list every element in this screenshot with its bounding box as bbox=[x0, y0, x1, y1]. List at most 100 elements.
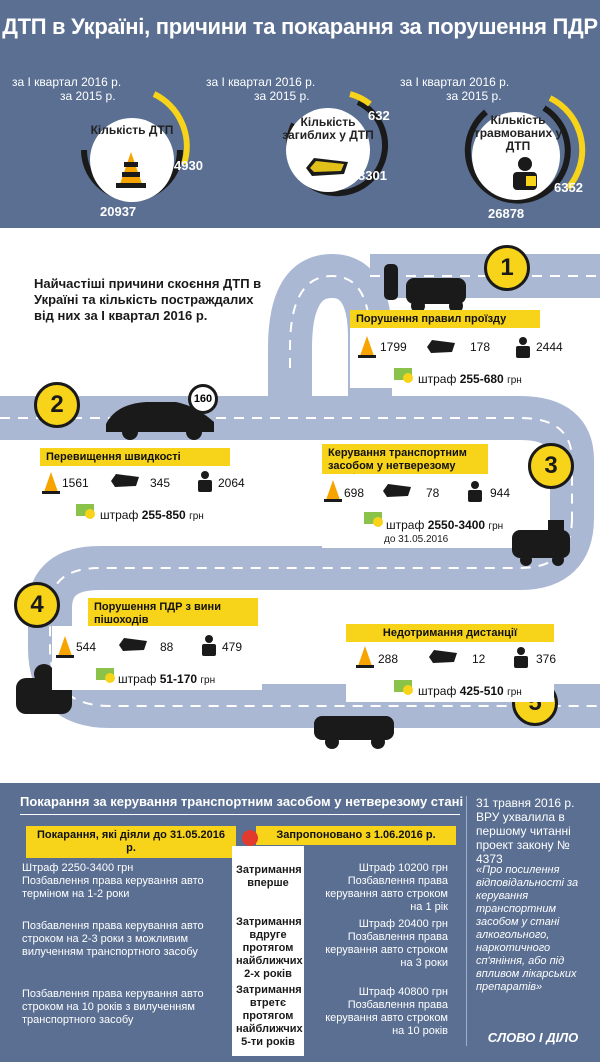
cause-title-1: Порушення правил проїзду bbox=[350, 310, 540, 329]
stat-q1-value: 632 bbox=[368, 108, 390, 123]
cause-number-2: 2 bbox=[34, 382, 80, 428]
fine-value: 255-850 bbox=[141, 508, 186, 522]
speeding-car-icon bbox=[106, 402, 214, 440]
old-penalty-1: Штраф 2250-3400 грн Позбавлення права ке… bbox=[22, 862, 204, 900]
cause-dead: 78 bbox=[426, 486, 440, 500]
case-2: Затримання вдруге протягом найближчих 2-… bbox=[236, 916, 303, 980]
cause-title-5: Недотримання дистанції bbox=[346, 624, 554, 643]
cause-title-2: Перевищення швидкості bbox=[40, 448, 230, 467]
money-icon bbox=[364, 512, 383, 527]
cause-dead: 345 bbox=[150, 476, 171, 490]
injured-person-icon bbox=[514, 647, 528, 668]
fine-label: штраф bbox=[418, 684, 457, 698]
fine-label: штраф bbox=[386, 518, 425, 532]
old-penalty-3: Позбавлення права керування авто строком… bbox=[22, 988, 204, 1026]
money-icon bbox=[394, 368, 413, 383]
legend-q1: за I квартал 2016 р. bbox=[12, 75, 122, 89]
coffin-icon bbox=[111, 474, 139, 487]
legend-2015: за 2015 р. bbox=[254, 89, 310, 103]
cause-title-4: Порушення ПДР з вини пішоходів bbox=[88, 598, 258, 630]
cause-dtp: 1799 bbox=[380, 340, 407, 354]
cause-fine: штраф 2550-3400 грн bbox=[386, 518, 503, 532]
old-penalty-2: Позбавлення права керування авто строком… bbox=[22, 920, 204, 958]
cause-fine: штраф 425-510 грн bbox=[418, 684, 522, 698]
cause-injured: 2444 bbox=[536, 340, 563, 354]
new-header: Запропоновано з 1.06.2016 р. bbox=[256, 826, 456, 845]
legend-2015: за 2015 р. bbox=[60, 89, 116, 103]
traffic-cone-icon bbox=[42, 472, 60, 494]
cause-dtp: 698 bbox=[344, 486, 365, 500]
stat-label: Кількість загиблих у ДТП bbox=[282, 115, 374, 142]
side-head: 31 травня 2016 р. ВРУ ухвалила в першому… bbox=[476, 796, 575, 866]
cause-fine: штраф 255-850 грн bbox=[100, 508, 204, 522]
stat-label: Кількість травмованих у ДТП bbox=[473, 113, 563, 153]
crashed-car-icon bbox=[384, 264, 466, 313]
cause-dead: 178 bbox=[470, 340, 491, 354]
cause-fine: штраф 51-170 грн bbox=[118, 672, 215, 686]
traffic-cone-icon bbox=[56, 636, 74, 658]
speed-sign: 160 bbox=[188, 384, 218, 414]
stat-label: Кількість ДТП bbox=[90, 123, 174, 137]
rear-end-collision-icon bbox=[314, 716, 394, 749]
fine-label: штраф bbox=[118, 672, 157, 686]
legend-2015: за 2015 р. bbox=[446, 89, 502, 103]
coffin-icon bbox=[429, 650, 457, 663]
legend-q1: за I квартал 2016 р. bbox=[206, 75, 316, 89]
cause-card-1 bbox=[350, 328, 540, 388]
stat-injured: за I квартал 2016 р. за 2015 р. Кількіст… bbox=[400, 72, 596, 222]
intro-text: Найчастіші причини скоєння ДТП в Україні… bbox=[34, 276, 262, 323]
stat-2015-value: 3301 bbox=[358, 168, 387, 183]
fine-note: до 31.05.2016 bbox=[384, 534, 449, 545]
fine-label: штраф bbox=[100, 508, 139, 522]
new-penalty-1: Штраф 10200 грн Позбавлення права керува… bbox=[325, 862, 448, 913]
fine-value: 2550-3400 bbox=[427, 518, 486, 532]
fine-unit: грн bbox=[189, 511, 204, 522]
coffin-icon bbox=[306, 158, 348, 176]
cause-dead: 12 bbox=[472, 652, 486, 666]
cause-fine: штраф 255-680 грн bbox=[418, 372, 522, 386]
cause-dead: 88 bbox=[160, 640, 174, 654]
stat-ring bbox=[81, 91, 190, 202]
heading-divider bbox=[20, 814, 460, 815]
side-quote: «Про посилення відповідальності за керув… bbox=[476, 864, 579, 993]
cause-injured: 944 bbox=[490, 486, 511, 500]
cause-injured: 2064 bbox=[218, 476, 245, 490]
cause-dtp: 288 bbox=[378, 652, 399, 666]
drunk-driver-car-icon bbox=[512, 520, 570, 566]
money-icon bbox=[96, 668, 115, 683]
fine-unit: грн bbox=[507, 375, 522, 386]
cause-injured: 376 bbox=[536, 652, 557, 666]
stat-2015-value: 26878 bbox=[488, 206, 525, 221]
fine-unit: грн bbox=[507, 687, 522, 698]
cause-dtp: 1561 bbox=[62, 476, 89, 490]
cause-number-4: 4 bbox=[14, 582, 60, 628]
stat-2015-value: 20937 bbox=[100, 204, 137, 219]
traffic-cone-icon bbox=[324, 480, 342, 502]
injured-person-icon bbox=[198, 471, 212, 492]
fine-label: штраф bbox=[418, 372, 457, 386]
fine-value: 255-680 bbox=[459, 372, 504, 386]
stat-dead: за I квартал 2016 р. за 2015 р. Кількіст… bbox=[206, 72, 404, 222]
cause-card-3 bbox=[322, 474, 512, 548]
case-3: Затримання втретє протягом найближчих 5-… bbox=[236, 984, 303, 1048]
page-title: ДТП в Україні, причини та покарання за п… bbox=[2, 14, 598, 39]
penalty-heading: Покарання за керування транспортним засо… bbox=[20, 794, 464, 809]
coffin-icon bbox=[119, 638, 147, 651]
injured-person-icon bbox=[513, 157, 537, 190]
traffic-cone-icon bbox=[358, 336, 376, 358]
stat-ddp: за I квартал 2016 р. за 2015 р. Кількіст… bbox=[12, 72, 206, 222]
pushpin-icon bbox=[242, 830, 258, 846]
fine-unit: грн bbox=[488, 521, 504, 532]
new-penalty-3: Штраф 40800 грн Позбавлення права керува… bbox=[325, 986, 448, 1037]
cause-number-1: 1 bbox=[484, 245, 530, 291]
fine-value: 51-170 bbox=[159, 672, 198, 686]
cause-card-4 bbox=[52, 626, 262, 690]
injured-person-icon bbox=[468, 481, 482, 502]
money-icon bbox=[76, 504, 95, 519]
old-header: Покарання, які діяли до 31.05.2016 р. bbox=[26, 826, 236, 858]
case-1: Затримання вперше bbox=[236, 864, 302, 889]
stat-q1-value: 4930 bbox=[174, 158, 203, 173]
legend-q1: за I квартал 2016 р. bbox=[400, 75, 510, 89]
stat-ring bbox=[464, 95, 586, 204]
coffin-icon bbox=[383, 484, 411, 497]
